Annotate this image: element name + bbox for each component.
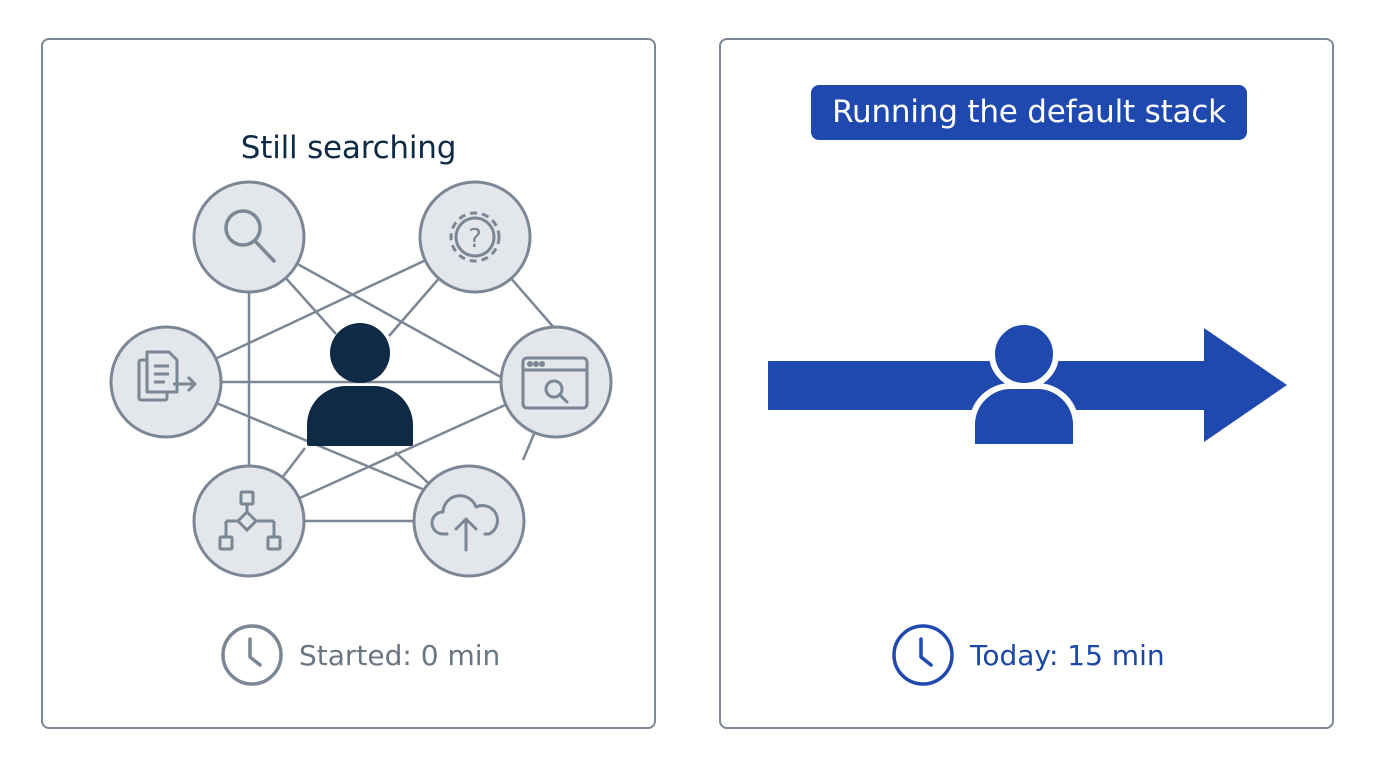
gear-question-node: ?	[418, 180, 532, 294]
panel-title-still-searching: Still searching	[240, 130, 457, 166]
person-icon	[307, 323, 413, 446]
search-node	[192, 180, 306, 294]
svg-text:?: ?	[468, 224, 482, 254]
panel-title-default-stack: Running the default stack	[811, 85, 1247, 140]
search-icon	[224, 209, 276, 263]
time-row-started: Started: 0 min	[220, 623, 500, 687]
cloud-upload-node	[412, 464, 526, 578]
time-label: Today: 15 min	[970, 638, 1165, 672]
documents-export-node	[109, 325, 223, 439]
flowchart-node	[192, 464, 306, 578]
documents-export-icon	[137, 350, 197, 402]
cloud-upload-icon	[430, 494, 499, 552]
browser-search-icon	[521, 356, 589, 410]
time-row-today: Today: 15 min	[891, 623, 1165, 687]
arrow-diagram	[768, 319, 1287, 450]
network-diagram: ?	[109, 180, 613, 578]
left-panel: Still searching	[41, 38, 656, 729]
flowchart-icon	[218, 490, 282, 551]
clock-icon	[221, 624, 283, 686]
browser-search-node	[499, 325, 613, 439]
clock-icon	[892, 624, 954, 686]
right-panel: Running the default stack Today: 15 min	[719, 38, 1334, 729]
person-icon	[969, 319, 1079, 450]
time-label: Started: 0 min	[299, 638, 501, 672]
gear-question-icon: ?	[449, 211, 501, 263]
